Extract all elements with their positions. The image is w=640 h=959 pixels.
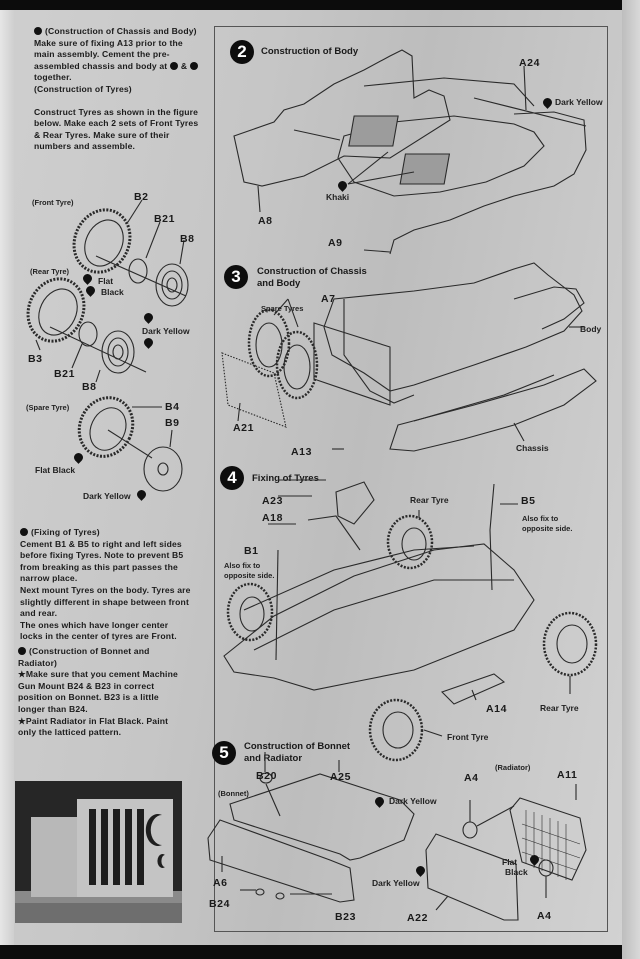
chassis-body-drawing xyxy=(221,262,597,452)
intro-heading: (Construction of Chassis and Body) xyxy=(45,26,197,36)
step4-notes-heading: (Fixing of Tyres) xyxy=(31,527,100,537)
spare-tyres-label: Spare Tyres xyxy=(261,304,304,313)
rear-tyre-label-top: Rear Tyre xyxy=(410,495,449,505)
paint-flat-black-line1: Flat xyxy=(98,276,114,286)
part-label-a7: A7 xyxy=(321,293,336,305)
paint-dark-yellow-bonnet: Dark Yellow xyxy=(389,796,437,806)
part-label-a21: A21 xyxy=(233,422,255,434)
part-label-a18: A18 xyxy=(262,512,284,524)
rear-tyre-label: (Rear Tyre) xyxy=(30,267,70,276)
part-label-b24: B24 xyxy=(209,898,231,910)
part-label-b3: B3 xyxy=(28,353,43,365)
b1-note-line2: opposite side. xyxy=(224,571,275,580)
b1-note-line1: Also fix to xyxy=(224,561,261,570)
step-3-badge: 3 xyxy=(224,265,248,289)
paint-dark-yellow-body: Dark Yellow xyxy=(555,97,603,107)
part-label-b8-rear: B8 xyxy=(82,381,97,393)
step-3-title-line2: and Body xyxy=(257,278,301,289)
step-2-badge: 2 xyxy=(230,40,254,64)
sheet-edge xyxy=(0,10,14,945)
rear-tyre-label-right: Rear Tyre xyxy=(540,703,579,713)
part-label-a25: A25 xyxy=(330,771,352,783)
rear-tyre-drawing xyxy=(26,277,147,374)
part-label-a24: A24 xyxy=(519,57,541,69)
step-2-ref-icon xyxy=(189,61,198,70)
part-label-a13: A13 xyxy=(291,446,313,458)
bonnet-label: (Bonnet) xyxy=(218,789,249,798)
chassis-label: Chassis xyxy=(516,443,549,453)
step5-notes-heading: (Construction of Bonnet and Radiator) xyxy=(18,646,150,668)
step-4-title: Fixing of Tyres xyxy=(252,473,319,484)
step4-notes-p2: Next mount Tyres on the body. Tyres are … xyxy=(20,584,191,619)
adjacent-page-edge xyxy=(622,0,640,959)
step-3-ref-icon xyxy=(34,27,42,35)
step-5-title-line2: and Radiator xyxy=(244,753,303,764)
front-tyre-drawing xyxy=(72,208,189,307)
paint-khaki: Khaki xyxy=(326,192,350,202)
part-label-b21-rear: B21 xyxy=(54,368,76,380)
part-label-b23: B23 xyxy=(335,911,357,923)
step-5-badge: 5 xyxy=(212,741,236,765)
tyre-assembly-diagram xyxy=(26,199,189,492)
spare-tyre-label: (Spare Tyre) xyxy=(26,403,70,412)
radiator-grille-photo xyxy=(15,781,182,923)
step5-notes-p2: ★Paint Radiator in Flat Black. Paint onl… xyxy=(18,715,169,738)
front-tyre-label: (Front Tyre) xyxy=(32,198,74,207)
part-label-a23: A23 xyxy=(262,495,284,507)
part-label-a8: A8 xyxy=(258,215,273,227)
body-label: Body xyxy=(580,324,602,334)
step-5-ref-icon xyxy=(18,647,26,655)
part-label-a14: A14 xyxy=(486,703,508,715)
front-tyre-label-step4: Front Tyre xyxy=(447,732,489,742)
intro-notes: (Construction of Chassis and Body) Make … xyxy=(34,26,204,153)
bonnet-radiator-drawing xyxy=(207,752,587,921)
part-label-b9: B9 xyxy=(165,417,180,429)
part-label-a11: A11 xyxy=(557,769,578,781)
b5-note-line2: opposite side. xyxy=(522,524,573,533)
part-label-b5: B5 xyxy=(521,495,536,507)
paint-flat-black-radiator-line2: Black xyxy=(505,867,528,877)
tyres-subheading: (Construction of Tyres) xyxy=(34,83,132,94)
step4-notes-p3: The ones which have longer center locks … xyxy=(20,619,177,642)
step-2-title: Construction of Body xyxy=(261,46,359,57)
tyres-instructions: Construct Tyres as shown in the figure b… xyxy=(34,106,199,152)
intro-body: Make sure of fixing A13 prior to the mai… xyxy=(34,38,204,84)
step5-notes-p1: ★Make sure that you cement Machine Gun M… xyxy=(18,669,178,714)
step-4-badge: 4 xyxy=(220,466,244,490)
part-label-a4-bottom: A4 xyxy=(537,910,552,922)
paint-dark-yellow-spare: Dark Yellow xyxy=(83,491,131,501)
part-label-a22: A22 xyxy=(407,912,429,924)
part-label-b20: B20 xyxy=(256,770,278,782)
step4-notes-p1: Cement B1 & B5 to right and left sides b… xyxy=(20,538,184,584)
radiator-label: (Radiator) xyxy=(495,763,531,772)
step-5-title-line1: Construction of Bonnet xyxy=(244,741,351,752)
part-label-b1: B1 xyxy=(244,545,259,557)
assembly-steps-frame xyxy=(214,26,608,932)
part-label-a4-top: A4 xyxy=(464,772,479,784)
step5-notes: (Construction of Bonnet and Radiator) ★M… xyxy=(18,646,188,739)
part-label-a9: A9 xyxy=(328,237,343,249)
reference-photo xyxy=(15,781,182,923)
paint-flat-black-line2: Black xyxy=(101,287,124,297)
part-label-b2: B2 xyxy=(134,191,149,203)
part-label-a6: A6 xyxy=(213,877,228,889)
spare-tyre-drawing xyxy=(77,396,183,492)
part-label-b21-front: B21 xyxy=(154,213,176,225)
step-1-ref-icon xyxy=(169,61,178,70)
step4-notes: (Fixing of Tyres) Cement B1 & B5 to righ… xyxy=(20,527,192,643)
body-tub-drawing xyxy=(233,49,587,255)
step-3-title-line1: Construction of Chassis xyxy=(257,266,367,277)
part-label-b4: B4 xyxy=(165,401,180,413)
paint-dark-yellow-grille: Dark Yellow xyxy=(372,878,420,888)
tyre-fixing-drawing xyxy=(223,479,598,762)
step-4-ref-icon xyxy=(20,528,28,536)
paint-flat-black-radiator-line1: Flat xyxy=(502,857,518,867)
part-label-b8-front: B8 xyxy=(180,233,195,245)
paint-dark-yellow: Dark Yellow xyxy=(142,326,190,336)
paint-flat-black-spare: Flat Black xyxy=(35,465,76,475)
b5-note-line1: Also fix to xyxy=(522,514,559,523)
